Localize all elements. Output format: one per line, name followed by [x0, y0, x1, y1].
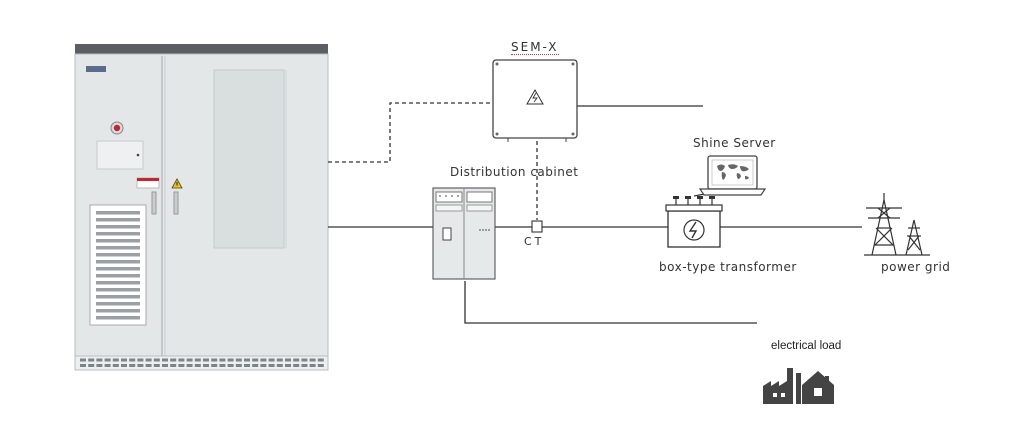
- load-line: [464, 281, 757, 324]
- power-grid-label: power grid: [881, 260, 951, 274]
- high-voltage-warning-icon: [171, 178, 183, 189]
- sem-x-meter: [492, 59, 578, 142]
- box-type-transformer-icon: [665, 196, 723, 248]
- ct-label: CT: [524, 235, 545, 248]
- door-handle-right: [173, 191, 179, 215]
- distribution-cabinet: [432, 187, 496, 280]
- communication-line: [328, 102, 493, 163]
- power-grid-tower-icon: [864, 193, 930, 256]
- electric-hazard-icon: [526, 88, 544, 105]
- electrical-load-label: electrical load: [771, 340, 842, 352]
- ventilation-grille: [89, 204, 147, 326]
- door-handle-left: [151, 191, 157, 215]
- brand-logo: [86, 66, 106, 72]
- ct-sensor: [531, 220, 543, 233]
- factory-icon: [763, 368, 834, 404]
- distribution-cabinet-label: Distribution cabinet: [450, 165, 579, 179]
- shine-server-label: Shine Server: [693, 136, 776, 150]
- sem-x-label: SEM-X: [511, 40, 559, 55]
- box-type-transformer-label: box-type transformer: [659, 260, 797, 274]
- inverter-cabinet: [74, 44, 329, 371]
- connection-lines: [328, 102, 862, 324]
- shine-server-laptop-icon: [698, 155, 767, 196]
- bottom-vent-strip: [80, 358, 324, 367]
